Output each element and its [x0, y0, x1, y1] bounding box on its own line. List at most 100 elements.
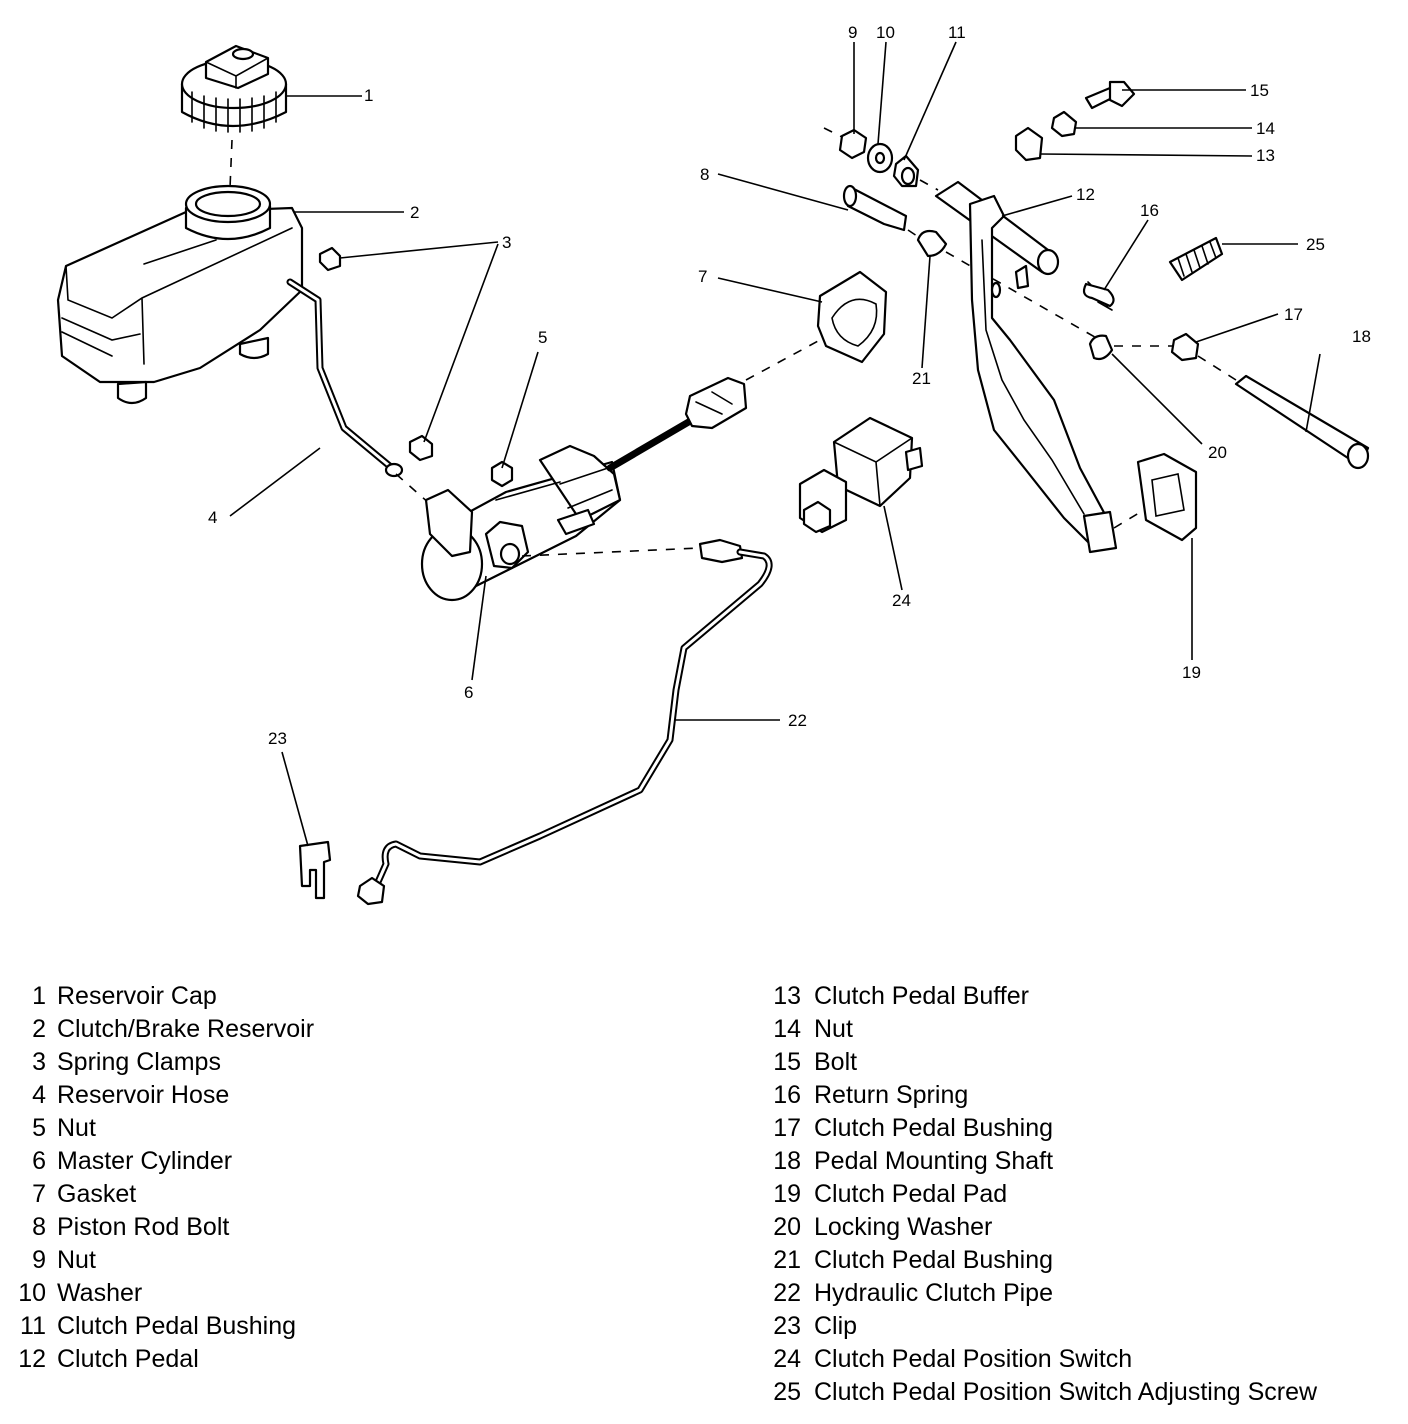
legend-number: 6 [32, 1147, 46, 1175]
callout-23: 23 [268, 729, 287, 748]
legend-label: Clutch Pedal Bushing [57, 1312, 297, 1340]
legend-number: 13 [773, 982, 801, 1010]
legend-label: Master Cylinder [57, 1147, 233, 1175]
legend-number: 25 [773, 1378, 801, 1406]
legend-number: 4 [32, 1081, 46, 1109]
legend-label: Clutch Pedal Position Switch [814, 1345, 1133, 1373]
legend-item: 1 Reservoir Cap [0, 980, 720, 1013]
legend-label: Nut [57, 1246, 96, 1274]
legend-label: Locking Washer [814, 1213, 993, 1241]
legend-label: Return Spring [814, 1081, 969, 1109]
parts-legend-left: 1 Reservoir Cap 2 Clutch/Brake Reservoir 3… [0, 980, 720, 1376]
callout-5: 5 [538, 328, 547, 347]
legend-label: Pedal Mounting Shaft [814, 1147, 1054, 1175]
master-cylinder-drawing [420, 444, 622, 602]
legend-label: Clutch Pedal Bushing [814, 1114, 1054, 1142]
legend-item: 22 Hydraulic Clutch Pipe [757, 1277, 1402, 1310]
legend-item: 6 Master Cylinder [0, 1145, 720, 1178]
legend-number: 11 [20, 1312, 46, 1340]
legend-number: 3 [32, 1048, 46, 1076]
legend-number: 18 [773, 1147, 801, 1175]
legend-label: Hydraulic Clutch Pipe [814, 1279, 1053, 1307]
callout-8: 8 [700, 165, 709, 184]
callout-14: 14 [1256, 119, 1275, 138]
legend-item: 14 Nut [757, 1013, 1402, 1046]
callout-22: 22 [788, 711, 807, 730]
callout-7: 7 [698, 267, 707, 286]
legend-item: 13 Clutch Pedal Buffer [757, 980, 1402, 1013]
legend-item: 25 Clutch Pedal Position Switch Adjusting… [757, 1376, 1402, 1409]
legend-item: 9 Nut [0, 1244, 720, 1277]
legend-number: 21 [773, 1246, 801, 1274]
legend-item: 20 Locking Washer [757, 1211, 1402, 1244]
legend-label: Reservoir Cap [57, 982, 217, 1010]
legend-item: 12 Clutch Pedal [0, 1343, 720, 1376]
callout-9: 9 [848, 23, 857, 42]
callout-24: 24 [892, 591, 911, 610]
legend-number: 7 [32, 1180, 46, 1208]
legend-item: 5 Nut [0, 1112, 720, 1145]
legend-number: 16 [773, 1081, 801, 1109]
callout-15: 15 [1250, 81, 1269, 100]
callout-18: 18 [1352, 327, 1371, 346]
return-spring-drawing [1082, 281, 1115, 311]
legend-item: 4 Reservoir Hose [0, 1079, 720, 1112]
callout-2: 2 [410, 203, 419, 222]
legend-label: Clutch Pedal Position Switch Adjusting S… [814, 1378, 1318, 1406]
legend-item: 10 Washer [0, 1277, 720, 1310]
position-switch-drawing [798, 416, 924, 534]
parts-legend-right: 13 Clutch Pedal Buffer 14 Nut 15 Bolt 16 Ret… [757, 980, 1402, 1409]
reservoir-cap-drawing [180, 44, 288, 133]
legend-number: 15 [773, 1048, 801, 1076]
legend-number: 20 [773, 1213, 801, 1241]
legend-label: Clip [814, 1312, 858, 1340]
callout-3: 3 [502, 233, 511, 252]
legend-label: Spring Clamps [57, 1048, 221, 1076]
legend-number: 9 [32, 1246, 46, 1274]
legend-label: Washer [57, 1279, 143, 1307]
legend-number: 1 [32, 982, 46, 1010]
callout-16: 16 [1140, 201, 1159, 220]
legend-number: 19 [773, 1180, 801, 1208]
callout-4: 4 [208, 508, 217, 527]
legend-item: 24 Clutch Pedal Position Switch [757, 1343, 1402, 1376]
legend-label: Clutch Pedal Buffer [814, 982, 1029, 1010]
legend-number: 14 [773, 1015, 801, 1043]
legend-number: 8 [32, 1213, 46, 1241]
legend-label: Nut [57, 1114, 96, 1142]
clutch-brake-reservoir-drawing [56, 184, 304, 405]
callout-10: 10 [876, 23, 895, 42]
callout-6: 6 [464, 683, 473, 702]
legend-label: Reservoir Hose [57, 1081, 230, 1109]
legend-number: 12 [18, 1345, 46, 1373]
legend-label: Gasket [57, 1180, 137, 1208]
legend-number: 10 [18, 1279, 46, 1307]
clutch-pedal-drawing [934, 180, 1118, 554]
legend-label: Clutch Pedal Pad [814, 1180, 1008, 1208]
legend-number: 24 [773, 1345, 801, 1373]
legend-item: 2 Clutch/Brake Reservoir [0, 1013, 720, 1046]
legend-label: Clutch Pedal [57, 1345, 199, 1373]
legend-item: 16 Return Spring [757, 1079, 1402, 1112]
legend-item: 23 Clip [757, 1310, 1402, 1343]
legend-label: Bolt [814, 1048, 858, 1076]
legend-number: 5 [32, 1114, 46, 1142]
legend-label: Clutch/Brake Reservoir [57, 1015, 315, 1043]
callout-11: 11 [948, 23, 966, 42]
callout-20: 20 [1208, 443, 1227, 462]
legend-item: 18 Pedal Mounting Shaft [757, 1145, 1402, 1178]
legend-label: Nut [814, 1015, 853, 1043]
clutch-exploded-diagram: 1 2 3 4 5 6 7 8 9 10 11 12 13 14 15 16 1… [56, 23, 1371, 906]
callout-25: 25 [1306, 235, 1325, 254]
callout-21: 21 [912, 369, 931, 388]
legend-number: 23 [773, 1312, 801, 1340]
legend-number: 2 [32, 1015, 46, 1043]
legend-item: 19 Clutch Pedal Pad [757, 1178, 1402, 1211]
legend-item: 3 Spring Clamps [0, 1046, 720, 1079]
callout-1: 1 [364, 86, 373, 105]
legend-item: 11 Clutch Pedal Bushing [0, 1310, 720, 1343]
callout-13: 13 [1256, 146, 1275, 165]
legend-number: 22 [773, 1279, 801, 1307]
